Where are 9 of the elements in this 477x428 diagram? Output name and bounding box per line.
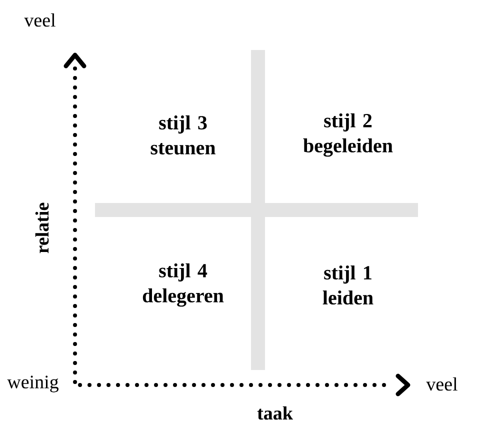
axis-label: veel [426,377,458,391]
axis-label: taak [257,406,293,420]
quadrant-label: stijl 2 begeleiden [303,113,393,157]
axis-label: veel [24,13,56,27]
axis-label: relatie [35,202,49,254]
quadrant-label: stijl 1 leiden [322,265,374,305]
axis-label: weinig [7,376,58,392]
quadrant-label: stijl 4 delegeren [142,263,224,307]
quadrant-label: stijl 3 steunen [150,115,216,155]
